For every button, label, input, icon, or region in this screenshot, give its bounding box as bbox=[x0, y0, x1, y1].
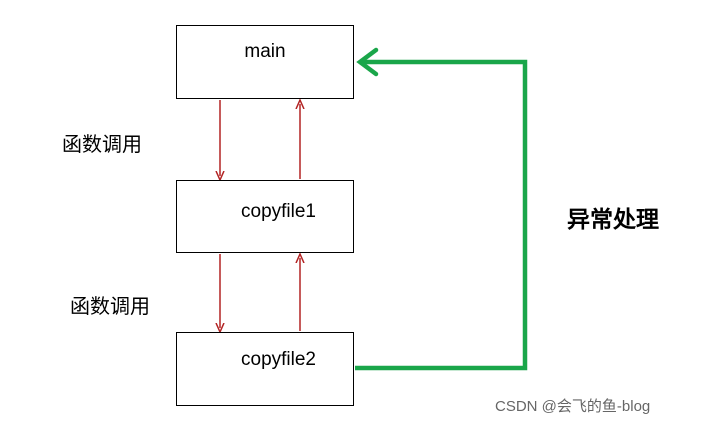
function-call-label-bottom: 函数调用 bbox=[70, 294, 150, 318]
main-node: main bbox=[176, 25, 354, 99]
exception-arrowhead bbox=[356, 47, 379, 77]
copyfile1-node-label: copyfile1 bbox=[241, 201, 316, 222]
csdn-watermark: CSDN @会飞的鱼-blog bbox=[495, 398, 651, 415]
copyfile2-node-label: copyfile2 bbox=[241, 349, 316, 370]
exception-handling-label: 异常处理 bbox=[567, 207, 659, 233]
main-node-label: main bbox=[244, 41, 286, 62]
function-call-label-top: 函数调用 bbox=[62, 132, 142, 156]
copyfile1-node: copyfile1 bbox=[176, 180, 354, 253]
copyfile2-node: copyfile2 bbox=[176, 332, 354, 406]
exception-path bbox=[355, 59, 528, 371]
